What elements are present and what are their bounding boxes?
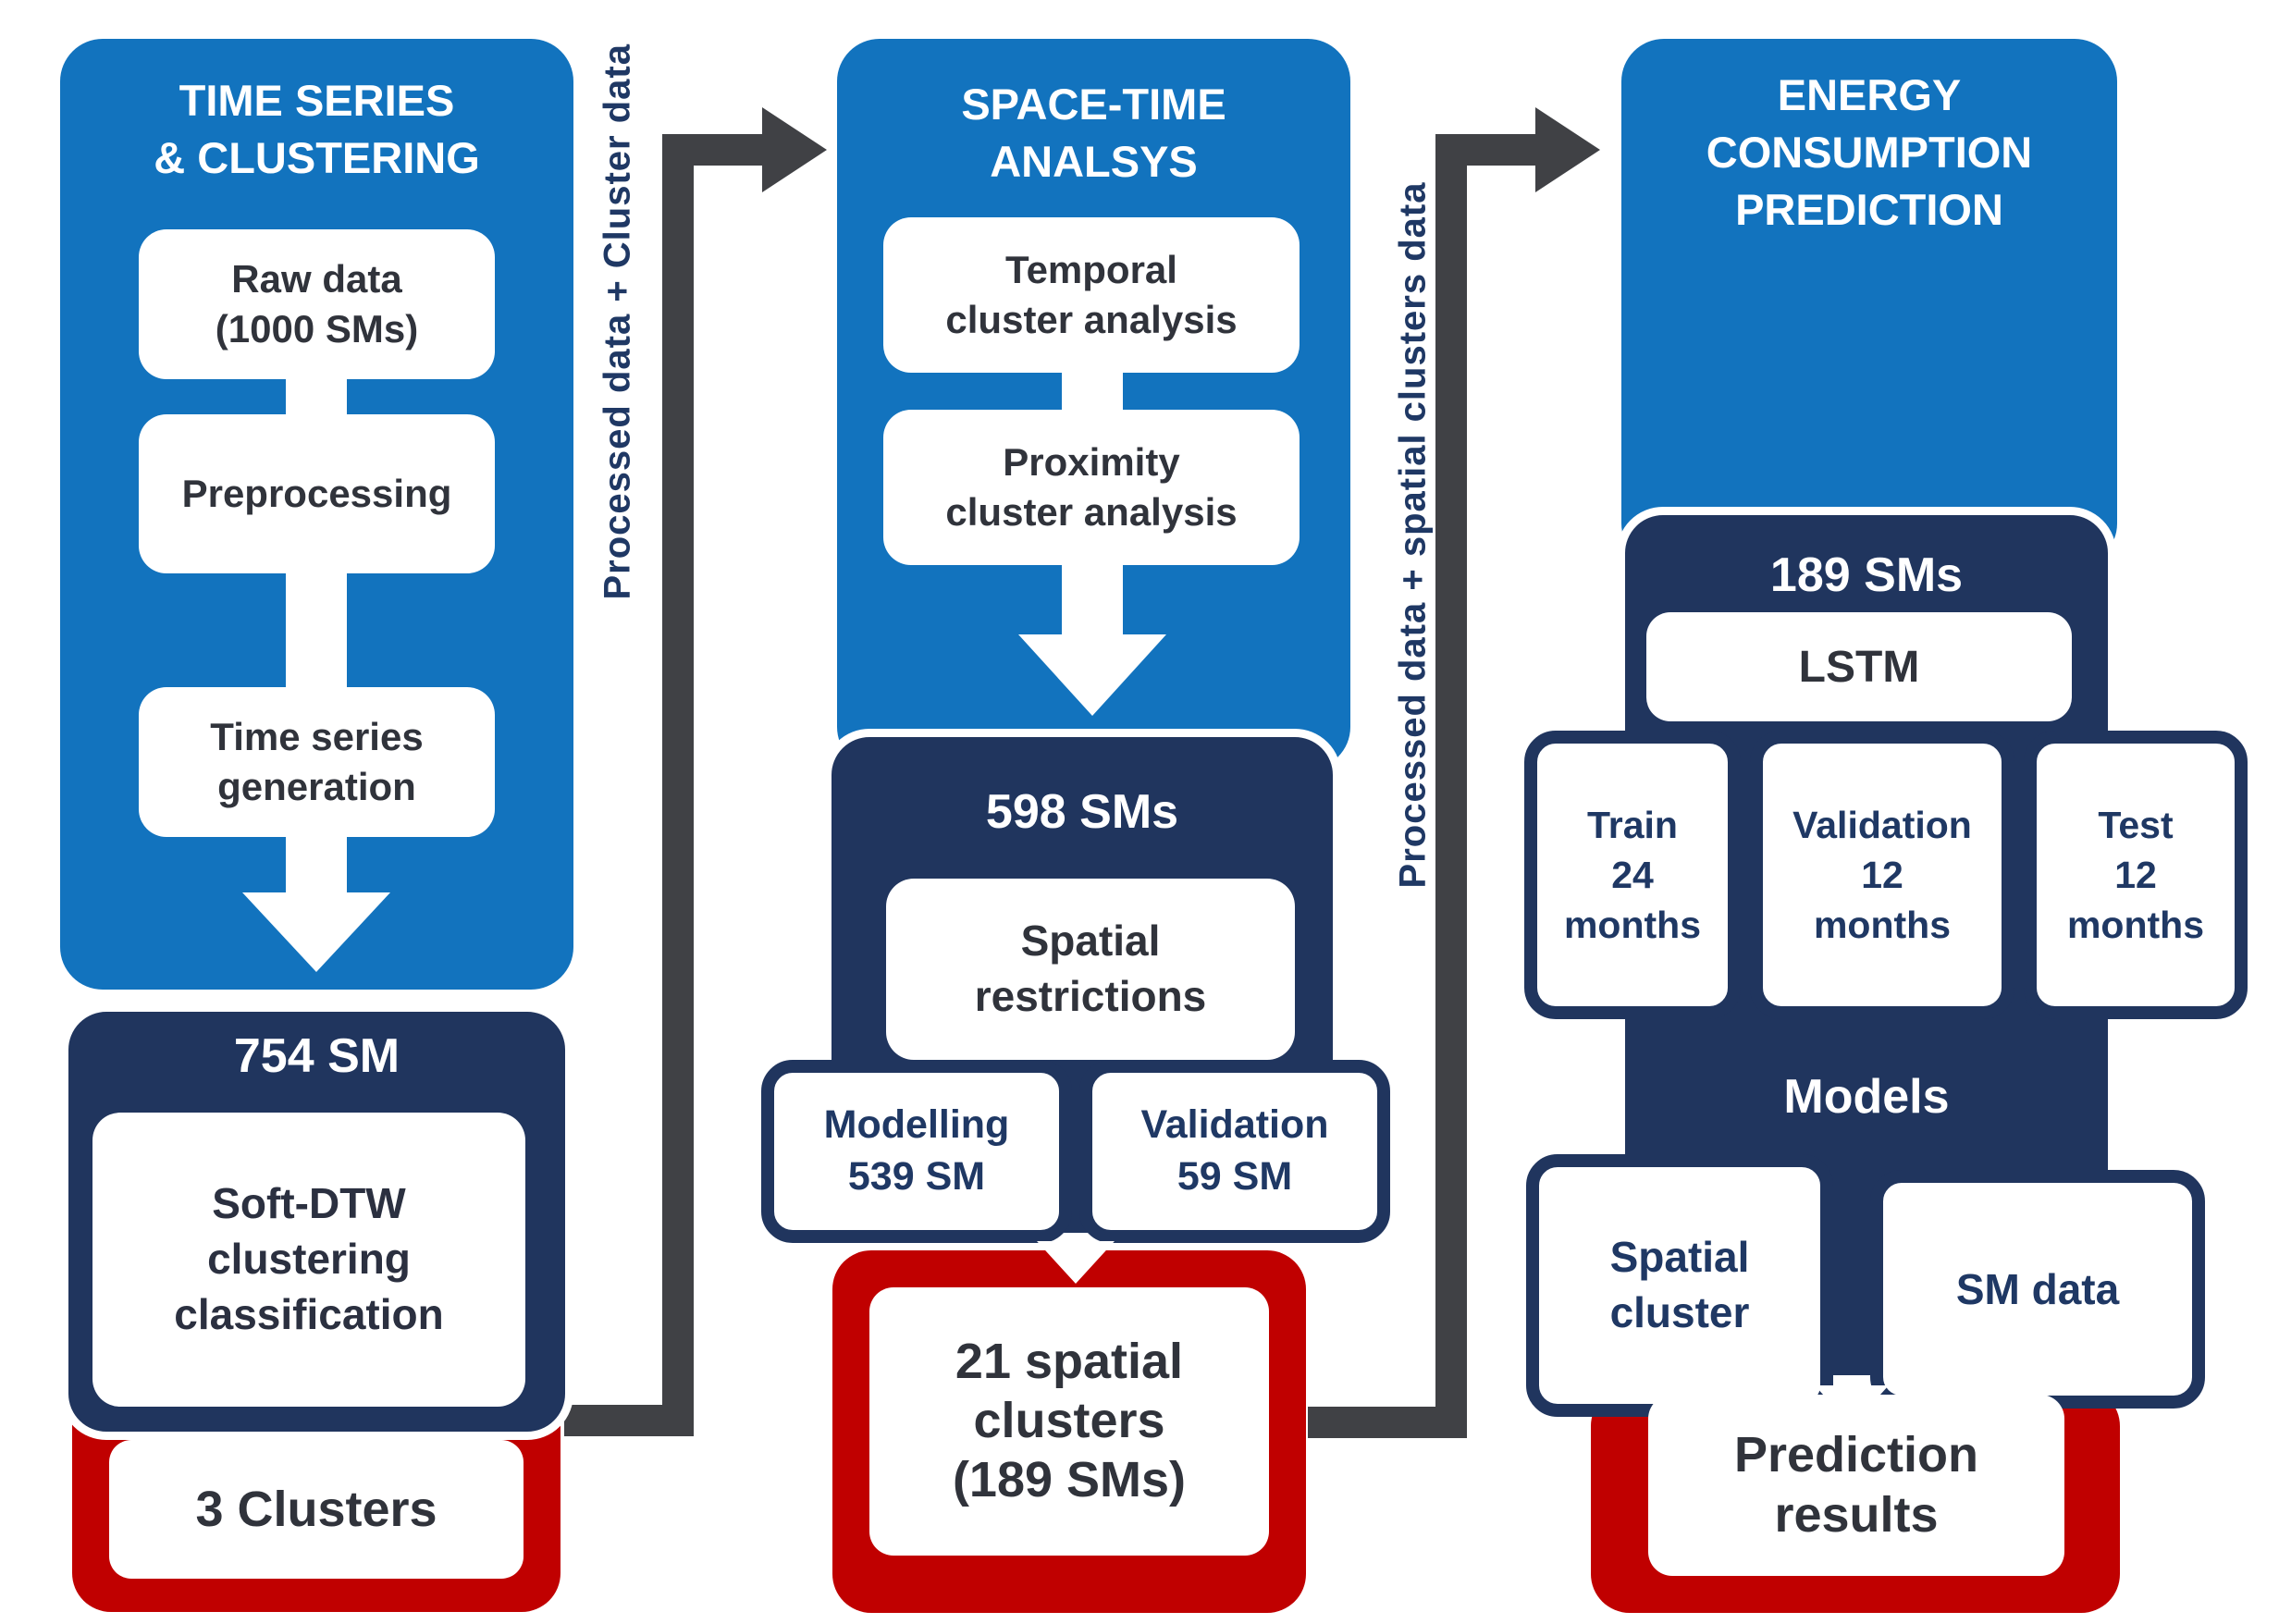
stage3-train-box: Train 24 months <box>1524 731 1741 1019</box>
stage2-down-arrow-icon <box>1018 634 1166 716</box>
stage3-validation-box: Validation 12 months <box>1750 731 2014 1019</box>
flow1-arrowhead-icon <box>762 107 827 192</box>
stage1-connector-2 <box>286 564 347 698</box>
stage3-spatial-cluster-box: Spatial cluster <box>1526 1154 1833 1417</box>
stage3-panel <box>1621 39 2117 566</box>
stage1-step-raw-data: Raw data (1000 SMs) <box>139 229 495 379</box>
flow2-bottom-segment <box>1308 1407 1437 1438</box>
stage1-arrow-shaft <box>286 830 347 895</box>
stage3-test-box: Test 12 months <box>2024 731 2248 1019</box>
stage3-lstm-box: LSTM <box>1646 612 2072 721</box>
stage2-result-box: 21 spatial clusters (189 SMs) <box>869 1287 1269 1556</box>
stage3-chevron-icon <box>1815 1385 1889 1426</box>
stage1-title: TIME SERIES & CLUSTERING <box>154 76 480 183</box>
flow2-top-segment <box>1435 134 1537 166</box>
flow2-label: Processed data + spatial clusters data <box>1392 181 1434 889</box>
stage2-validation-box: Validation 59 SM <box>1079 1060 1390 1243</box>
stage3-count-label: 189 SMs <box>1769 548 1964 602</box>
stage2-method-box: Spatial restrictions <box>886 879 1295 1060</box>
stage2-chevron-icon <box>1037 1241 1115 1284</box>
stage1-down-arrow-icon <box>242 892 390 972</box>
stage2-step-proximity: Proximity cluster analysis <box>883 410 1300 565</box>
stage1-step-preprocessing: Preprocessing <box>139 414 495 573</box>
stage2-connector-1 <box>1062 368 1123 412</box>
stage2-arrow-shaft <box>1062 560 1123 636</box>
flow1-label: Processed data + Cluster data <box>597 43 638 600</box>
flow2-arrowhead-icon <box>1535 107 1600 192</box>
flow2-vertical-segment <box>1435 134 1467 1438</box>
stage3-models-label: Models <box>1783 1070 1950 1124</box>
flow1-top-segment <box>662 134 764 166</box>
stage2-modelling-box: Modelling 539 SM <box>761 1060 1072 1243</box>
stage2-count-label: 598 SMs <box>985 785 1179 839</box>
stage1-result-box: 3 Clusters <box>109 1440 524 1579</box>
stage3-sm-data-box: SM data <box>1870 1170 2205 1409</box>
stage3-title: ENERGY CONSUMPTION PREDICTION <box>1706 70 2033 235</box>
stage1-step-time-series-generation: Time series generation <box>139 687 495 837</box>
stage2-title: SPACE-TIME ANALSYS <box>961 80 1226 187</box>
flow1-vertical-segment <box>662 134 694 1436</box>
stage1-method-box: Soft-DTW clustering classification <box>92 1113 525 1407</box>
stage2-step-temporal: Temporal cluster analysis <box>883 217 1300 373</box>
stage1-count-label: 754 SM <box>233 1029 400 1083</box>
